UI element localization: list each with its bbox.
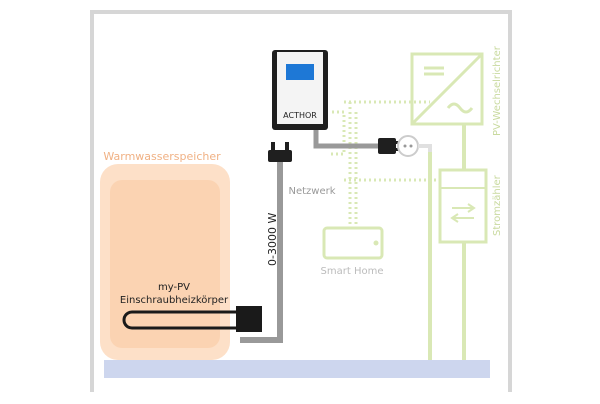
plug-pin-down xyxy=(271,142,275,150)
arrow-right-icon xyxy=(452,203,476,213)
tank-inner xyxy=(110,180,220,348)
smart-home-label: Smart Home xyxy=(321,266,384,277)
heating-rod[interactable] xyxy=(122,306,262,332)
plug-left-icon xyxy=(378,138,396,154)
meter-label: Stromzähler xyxy=(492,174,503,236)
wall-socket-icon xyxy=(397,135,419,157)
socket-hole xyxy=(403,144,407,148)
heating-element-icon xyxy=(122,310,250,330)
network-lines xyxy=(330,100,440,228)
house-outline xyxy=(90,10,512,392)
power-range-label: 0-3000 W xyxy=(266,213,279,266)
arrow-left-icon xyxy=(450,213,474,223)
network-line-2 xyxy=(330,110,346,156)
inverter-label: PV-Wechselrichter xyxy=(492,45,503,136)
network-label: Netzwerk xyxy=(288,186,335,197)
plug-pin-down-2 xyxy=(285,142,289,150)
tank-label: Warmwasserspeicher xyxy=(103,150,221,163)
plug-down xyxy=(268,142,292,162)
actor-controller[interactable]: ACTHOR xyxy=(272,50,328,130)
ground-pipe xyxy=(104,360,490,378)
controller-label: ACTHOR xyxy=(283,111,317,120)
socket-cable xyxy=(313,128,380,149)
inverter-diagonal xyxy=(410,52,484,126)
pv-inverter[interactable] xyxy=(410,52,484,126)
plug-down-icon xyxy=(268,150,292,162)
ac-symbol-icon xyxy=(446,102,474,114)
heater-label-line1: my-PV xyxy=(158,282,190,293)
tablet-button xyxy=(373,240,379,246)
tablet-icon xyxy=(322,226,384,260)
smart-home-device[interactable] xyxy=(322,226,384,260)
heater-cable xyxy=(240,160,283,343)
socket-line xyxy=(418,144,432,152)
electricity-meter[interactable] xyxy=(438,168,488,244)
meter-box xyxy=(438,168,488,244)
controller-display xyxy=(286,64,314,80)
socket-hole-2 xyxy=(409,144,413,148)
wall-socket[interactable] xyxy=(397,135,419,157)
heater-label-line2: Einschraubheizkörper xyxy=(120,295,229,306)
heater-head xyxy=(236,306,262,332)
